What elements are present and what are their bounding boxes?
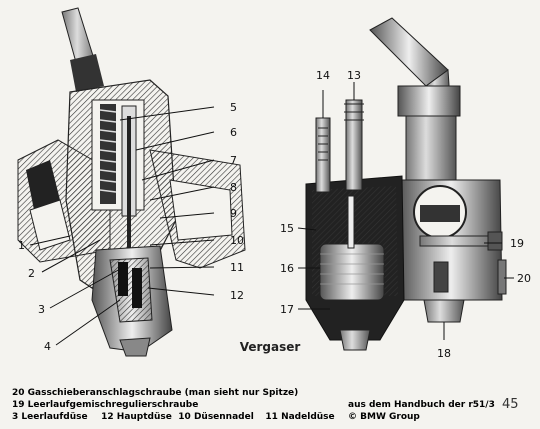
source-line-1: aus dem Handbuch der r51/3 (348, 400, 495, 410)
label-13: 13 (347, 69, 361, 82)
label-7: 7 (230, 154, 237, 167)
legend-line-2: 19 Leerlaufgemischregulierschraube (12, 400, 199, 410)
legend-item-11: 11 Nadeldüse (265, 412, 335, 422)
right-carburetor-section (305, 17, 507, 351)
label-2: 2 (28, 267, 35, 280)
label-12: 12 (230, 289, 244, 302)
legend-item-10: 10 Düsennadel (178, 412, 254, 422)
legend-item-12: 12 Hauptdüse (101, 412, 172, 422)
label-20: 20 (517, 272, 531, 285)
leader-lines (29, 82, 514, 346)
label-18: 18 (437, 347, 451, 360)
label-5: 5 (230, 101, 237, 114)
label-17: 17 (280, 303, 294, 316)
source-line-2: © BMW Group (348, 412, 420, 422)
label-15: 15 (280, 222, 294, 235)
callout-labels: 1 2 3 4 5 6 7 8 9 10 11 12 13 14 15 16 1… (18, 69, 531, 360)
legend-item-3: 3 Leerlaufdüse (12, 412, 88, 422)
label-11: 11 (230, 261, 244, 274)
left-carburetor-section (17, 7, 246, 357)
label-1: 1 (18, 239, 25, 252)
legend-line-3: 3 Leerlaufdüse 12 Hauptdüse 10 Düsennade… (12, 412, 335, 422)
label-16: 16 (280, 262, 294, 275)
label-14: 14 (316, 69, 330, 82)
label-4: 4 (44, 340, 51, 353)
legend-line-1: 20 Gasschieberanschlagschraube (man sieh… (12, 388, 299, 398)
figure-caption: Vergaser (239, 340, 301, 354)
page-number: 45 (502, 397, 519, 412)
label-3: 3 (38, 303, 45, 316)
label-19: 19 (510, 237, 524, 250)
label-8: 8 (230, 181, 237, 194)
label-10: 10 (230, 234, 244, 247)
label-9: 9 (230, 207, 237, 220)
label-6: 6 (230, 126, 237, 139)
